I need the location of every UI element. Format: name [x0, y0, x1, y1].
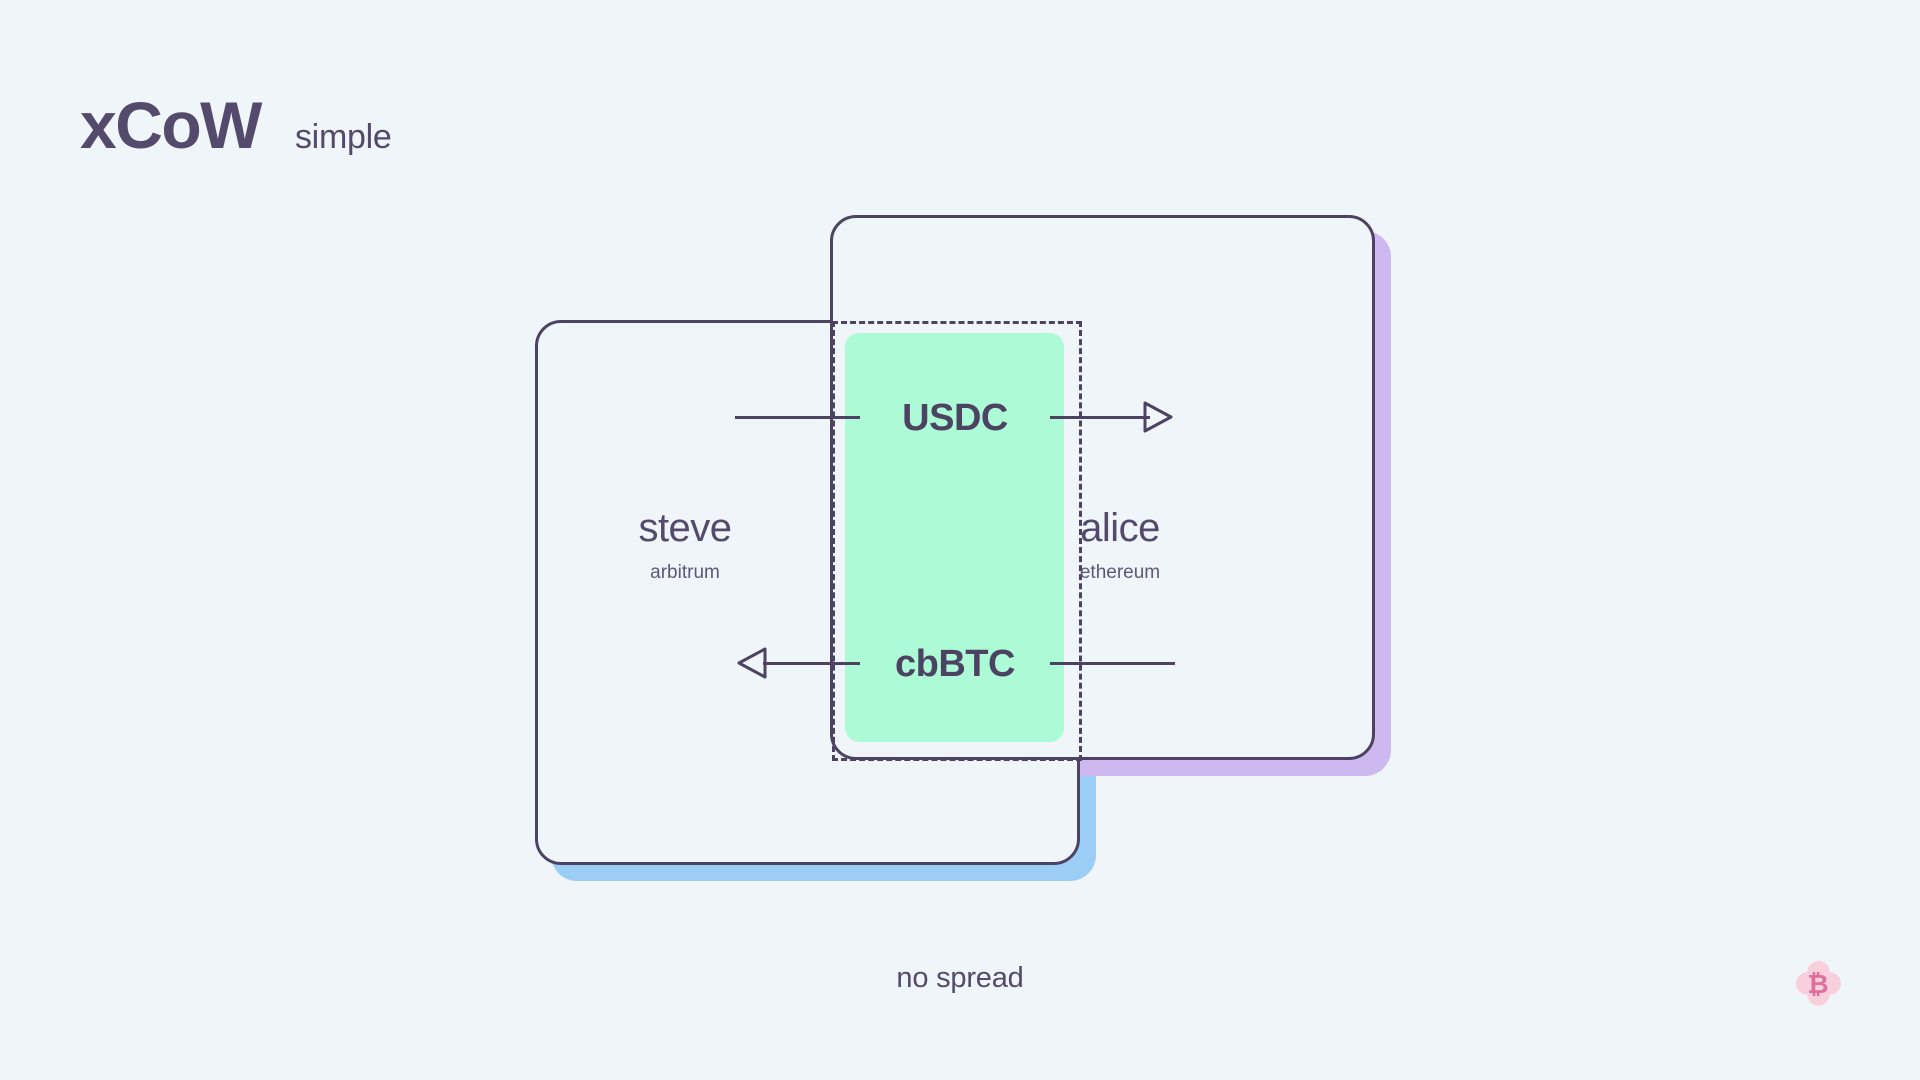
coincidence-of-wants-block: [845, 333, 1064, 742]
settlement-overlap-region: [832, 321, 1082, 761]
flow-usdc: USDC: [735, 388, 1175, 448]
diagram-caption: no spread: [896, 962, 1024, 994]
brand-variant-label: simple: [294, 118, 392, 156]
flow-usdc-source-line: [735, 416, 860, 419]
bitcoin-icon[interactable]: ₿: [1791, 956, 1845, 1010]
page-title: xCoW simple: [80, 88, 392, 162]
flow-cbbtc-target-line: [763, 662, 860, 665]
flow-cbbtc: cbBTC: [735, 634, 1175, 694]
brand-wordmark: xCoW: [80, 88, 262, 162]
flow-usdc-token-label: USDC: [902, 397, 1008, 439]
flow-cbbtc-source-line: [1050, 662, 1175, 665]
flow-cbbtc-token-label: cbBTC: [895, 643, 1015, 685]
arrow-right-icon: [1141, 400, 1175, 434]
arrow-left-icon: [735, 646, 769, 680]
flow-usdc-target-line: [1050, 416, 1150, 419]
svg-text:₿: ₿: [1807, 969, 1828, 999]
